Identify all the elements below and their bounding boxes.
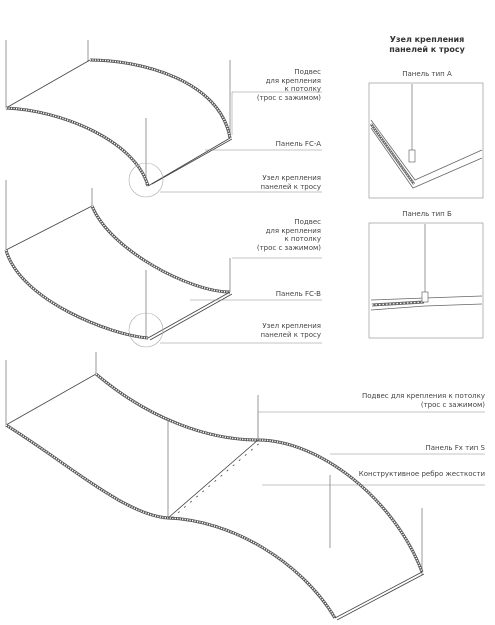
panel3-rib-label: Конструктивное ребро жесткости — [358, 470, 485, 478]
panel2-hanger-line-3: к потолку — [284, 235, 321, 243]
panel1-hanger-label: Подвес для крепления к потолку (трос с з… — [257, 68, 321, 102]
panel-fc-b-drawing — [4, 180, 233, 348]
panel2-node-label: Узел крепления панелей к тросу — [260, 322, 321, 339]
panel2-node-line-1: Узел крепления — [262, 322, 321, 330]
panel-fx-s-drawing — [5, 352, 425, 621]
panel3-hanger-label: Подвес для крепления к потолку (трос с з… — [362, 392, 485, 409]
panel1-node-line-2: панелей к тросу — [260, 182, 321, 191]
detail-title: Узел крепления панелей к тросу — [372, 35, 482, 55]
panel1-hanger-line-2: для крепления — [265, 76, 321, 85]
panel1-node-line-1: Узел крепления — [262, 174, 321, 182]
panel1-hanger-line-4: (трос с зажимом) — [256, 93, 321, 102]
detail-b-label: Панель тип Б — [402, 210, 452, 218]
detail-b-drawing — [368, 222, 484, 339]
detail-a-drawing — [368, 82, 484, 199]
panel2-panel-label: Панель FC-B — [275, 290, 321, 298]
detail-a-label: Панель тип А — [402, 70, 452, 78]
panel2-hanger-line-1: Подвес — [294, 218, 321, 226]
panel1-node-label: Узел крепления панелей к тросу — [260, 174, 321, 191]
panel1-hanger-line-1: Подвес — [294, 68, 321, 76]
panel2-hanger-line-4: (трос с зажимом) — [256, 243, 321, 252]
panel3-hanger-line-1: Подвес для крепления к потолку — [361, 392, 485, 400]
detail-title-line-1: Узел крепления — [389, 35, 465, 44]
panel3-hanger-line-2: (трос с зажимом) — [420, 400, 485, 409]
panel-fc-a-drawing — [5, 40, 233, 198]
panel2-node-line-2: панелей к тросу — [260, 330, 321, 339]
panel1-panel-label: Панель FC-A — [275, 140, 321, 148]
panel3-panel-label: Панель Fx тип S — [425, 444, 485, 452]
detail-title-line-2: панелей к тросу — [389, 45, 465, 54]
panel1-hanger-line-3: к потолку — [284, 85, 321, 93]
panel2-hanger-label: Подвес для крепления к потолку (трос с з… — [257, 218, 321, 252]
panel2-hanger-line-2: для крепления — [265, 226, 321, 235]
